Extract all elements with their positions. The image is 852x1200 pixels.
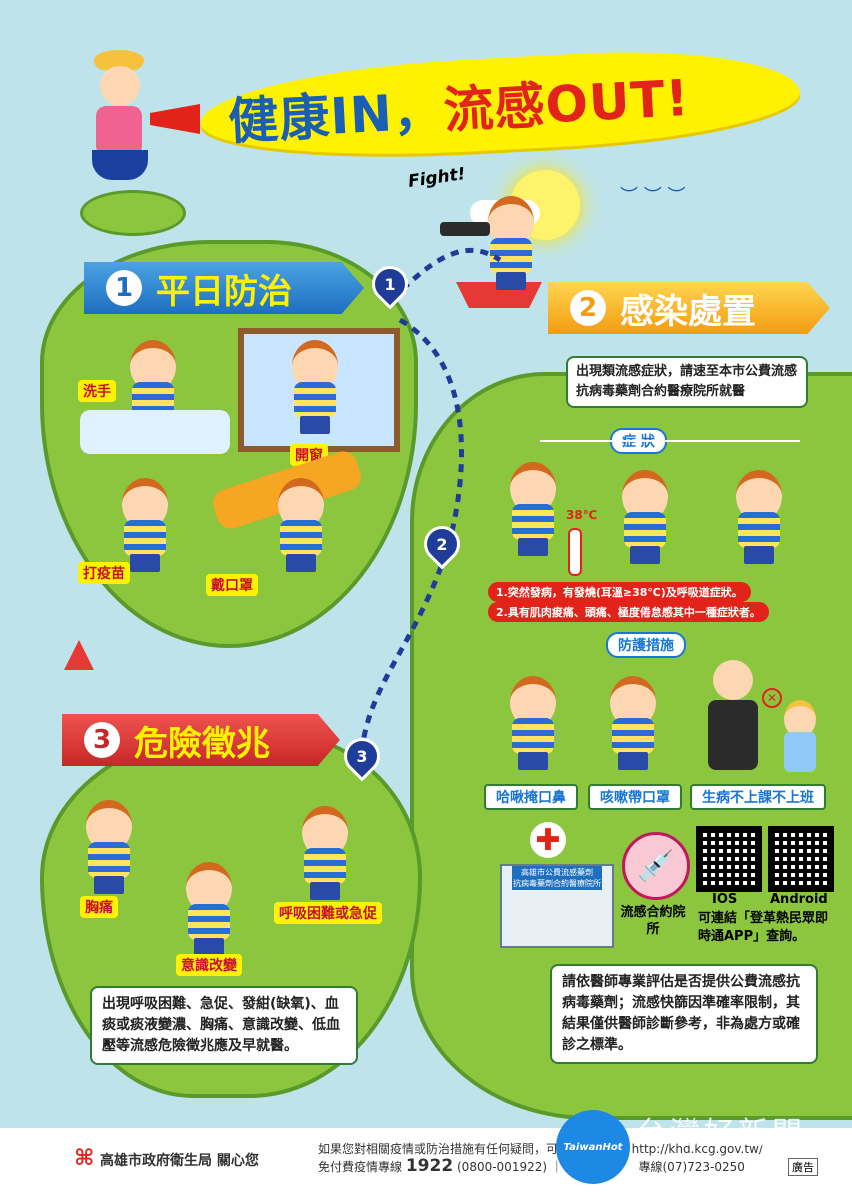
kid-cough-mask [600,676,664,772]
section2-intro: 出現類流感症狀，請速至本市公費流感抗病毒藥劑合約醫療院所就醫 [566,356,808,408]
footer [0,1128,852,1200]
watermark-circle: TaiwanHot [556,1110,630,1184]
pin-1-label: 1 [384,274,396,294]
hotline-alt: (0800-001922) ｜ 或 [457,1160,579,1174]
label-breathing: 呼吸困難或急促 [274,902,382,924]
protect-title: 防護措施 [606,632,686,658]
temperature-label: 38℃ [566,508,598,522]
org-name: 高雄市政府衛生局 關心您 [100,1153,259,1169]
watermark-small: TaiwanHot [563,1141,623,1153]
section3-note: 出現呼吸困難、急促、發紺(缺氧)、血痰或痰液變濃、胸痛、意識改變、低血壓等流感危… [90,986,358,1065]
kid-chestpain [76,800,140,896]
section2-title: 感染處置 [620,291,756,332]
medicine-icon: 💉 [622,832,690,900]
hotline-number: 1922 [405,1156,454,1176]
footer-line1-text: 如果您對相關疫情或防治措施有任何疑問，可 [318,1142,559,1156]
kid-confused [176,862,240,958]
clinic-label: 流感合約院所 [620,905,686,937]
section1-ribbon: 1 平日防治 [84,262,364,314]
kid-fever [500,462,564,558]
man-stop [708,660,758,772]
sink [80,410,230,454]
protect-3: 生病不上課不上班 [690,784,826,810]
android-label: Android [770,892,828,907]
telescope [440,222,490,236]
pin-3-label: 3 [356,746,368,766]
protect-1: 哈啾掩口鼻 [484,784,578,810]
footer-line1: 如果您對相關疫情或防治措施有任何疑問，可 網 http://khd.kcg.go… [318,1140,763,1157]
ios-qr-code[interactable] [696,826,762,892]
section2-note: 請依醫師專業評估是否提供公費流感抗病毒藥劑；流感快篩因準確率限制，其結果僅供醫師… [550,964,818,1064]
kid-mask [268,478,332,574]
protect-2: 咳嗽帶口罩 [588,784,682,810]
footer-website[interactable]: 網 http://khd.kcg.gov.tw/ [615,1142,763,1156]
route-line [359,247,502,751]
label-mask: 戴口罩 [206,574,258,596]
section1-title: 平日防治 [156,271,292,312]
symptoms-divider [540,440,800,442]
label-vaccine: 打疫苗 [78,562,130,584]
org-logo-icon: ⌘ [74,1146,95,1171]
kid-cough [726,470,790,566]
android-qr-code[interactable] [768,826,834,892]
kid-ache [612,470,676,566]
bird-icon: ︶ ︶ ︶ [620,186,686,207]
hotline-direct: 專線(07)723-0250 [638,1160,745,1174]
kid-vaccine [112,478,176,574]
clinic-sign: 高雄市公費流感藥劑 抗病毒藥劑合約醫療院所 [512,866,602,890]
symptom-2: 2.具有肌肉痠痛、頭痛、極度倦怠感其中一種症狀者。 [488,602,769,622]
pin-2-label: 2 [436,534,448,554]
hotline-label: 免付費疫情專線 [318,1160,403,1174]
footer-line2: 免付費疫情專線 1922 (0800-001922) ｜ 或 專線(07)723… [318,1156,745,1176]
section3-number: 3 [84,722,120,758]
kid-window [282,340,346,436]
kid-sneeze [500,676,564,772]
section1-number: 1 [106,270,142,306]
section3-title: 危險徵兆 [134,723,270,764]
section3-ribbon: 3 危險徵兆 [62,714,340,766]
clinic-sign-line1: 高雄市公費流感藥劑 [521,868,593,877]
watermark: 台灣好新聞 [636,1116,806,1151]
kid-breathing [292,806,356,902]
ad-badge: 廣告 [788,1158,818,1176]
section2-ribbon: 2 感染處置 [548,282,830,334]
no-entry-icon: ✕ [762,688,782,708]
label-handwash: 洗手 [78,380,116,402]
symptom-1: 1.突然發病，有發燒(耳溫≥38℃)及呼吸道症狀。 [488,582,751,602]
girl-stop [780,700,820,780]
ios-label: IOS [712,892,738,907]
label-chestpain: 胸痛 [80,896,118,918]
red-cross-icon: ✚ [530,822,566,858]
label-consciousness: 意識改變 [176,954,242,976]
clinic-sign-line2: 抗病毒藥劑合約醫療院所 [513,879,601,888]
app-text: 可連結「登革熱民眾即時通APP」查詢。 [698,911,829,944]
section2-number: 2 [570,290,606,326]
girl-illustration [70,40,200,240]
thermometer-icon [568,528,582,576]
